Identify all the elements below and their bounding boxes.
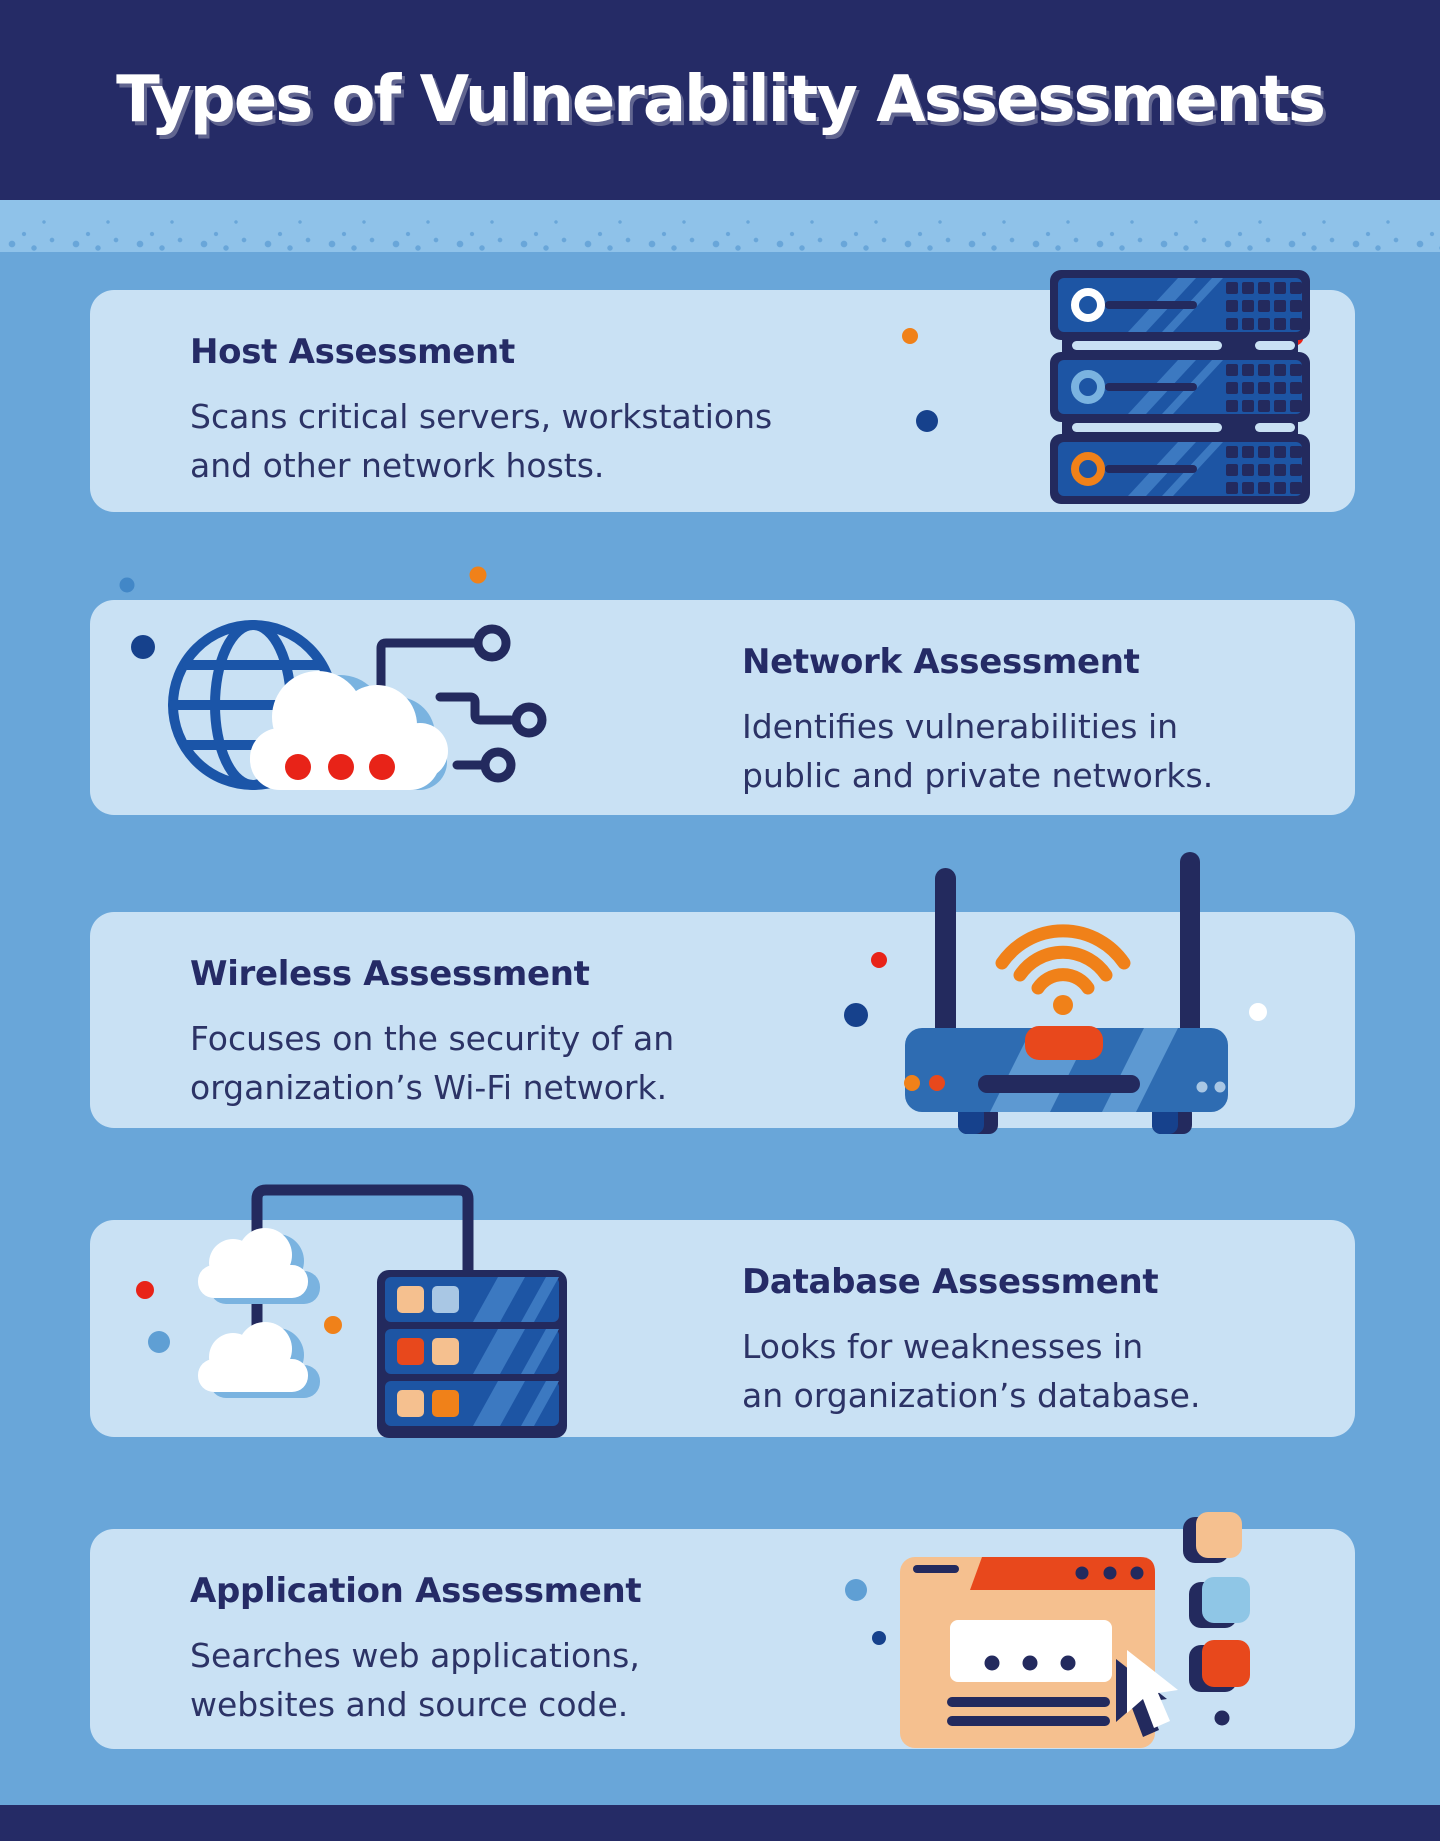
cloud-icon xyxy=(250,671,448,790)
section-card-application: Application Assessment Searches web appl… xyxy=(90,1512,1355,1749)
wifi-dot xyxy=(1053,995,1073,1015)
accent-dot-red xyxy=(136,1281,154,1299)
accent-dot-navy xyxy=(131,635,155,659)
accent-dot-orange xyxy=(469,566,487,584)
section-title-database: Database Assessment xyxy=(742,1262,1159,1302)
router-slot xyxy=(978,1075,1140,1093)
accent-dot-red xyxy=(871,952,887,968)
accent-dot-white xyxy=(1249,1003,1267,1021)
button-stack xyxy=(1183,1512,1250,1726)
section-description-application: Searches web applications, websites and … xyxy=(190,1636,640,1724)
cloud-upper xyxy=(198,1228,320,1304)
section-description-database: Looks for weaknesses in an organization’… xyxy=(742,1327,1201,1415)
accent-dot-blue xyxy=(119,577,135,593)
search-bar xyxy=(950,1620,1112,1682)
wifi-router-icon xyxy=(844,852,1267,1134)
cursor-icon xyxy=(1116,1650,1178,1737)
section-description-network: Identifies vulnerabilities in public and… xyxy=(742,707,1214,795)
server-rack xyxy=(1050,270,1310,504)
section-card-host: Host Assessment Scans critical servers, … xyxy=(90,290,1355,512)
database-stack xyxy=(377,1270,567,1438)
accent-dot-blue xyxy=(148,1331,170,1353)
server-rack-icon xyxy=(902,270,1315,505)
router-body xyxy=(904,1026,1228,1134)
texture-band xyxy=(0,200,1440,252)
router-led-panel xyxy=(1025,1026,1103,1060)
page-title: Types of Vulnerability Assessments xyxy=(116,63,1326,137)
accent-dot-blue xyxy=(845,1579,867,1601)
footer-bar xyxy=(0,1805,1440,1841)
section-title-wireless: Wireless Assessment xyxy=(190,954,590,994)
text-line xyxy=(947,1716,1110,1726)
section-card-database: Database Assessment Looks for weaknesses… xyxy=(90,1184,1355,1438)
cloud-database-icon xyxy=(136,1184,567,1438)
antenna-right xyxy=(1180,852,1200,1042)
accent-dot-orange xyxy=(324,1316,342,1334)
browser-window-icon xyxy=(845,1512,1250,1748)
section-card-wireless: Wireless Assessment Focuses on the secur… xyxy=(90,852,1355,1134)
section-title-application: Application Assessment xyxy=(190,1571,642,1611)
accent-dot-orange xyxy=(902,328,918,344)
accent-dot-navy xyxy=(916,410,938,432)
antenna-left xyxy=(935,868,956,1048)
section-title-network: Network Assessment xyxy=(742,642,1140,682)
accent-dot-navy xyxy=(844,1003,868,1027)
globe-cloud-icon xyxy=(119,566,547,790)
wifi-signal-icon xyxy=(995,924,1131,995)
header: Types of Vulnerability Assessments xyxy=(0,0,1440,200)
section-card-network: Network Assessment Identifies vulnerabil… xyxy=(90,566,1355,815)
section-description-wireless: Focuses on the security of an organizati… xyxy=(190,1019,675,1107)
text-line xyxy=(947,1697,1110,1707)
cloud-lower xyxy=(198,1322,320,1398)
section-description-host: Scans critical servers, workstations and… xyxy=(190,397,773,485)
browser-top-bar xyxy=(970,1557,1155,1590)
browser-tab-label xyxy=(913,1565,959,1573)
circuit-traces-icon xyxy=(376,624,547,783)
browser-window xyxy=(900,1557,1155,1748)
accent-dot-navy xyxy=(872,1631,886,1645)
section-title-host: Host Assessment xyxy=(190,332,515,372)
